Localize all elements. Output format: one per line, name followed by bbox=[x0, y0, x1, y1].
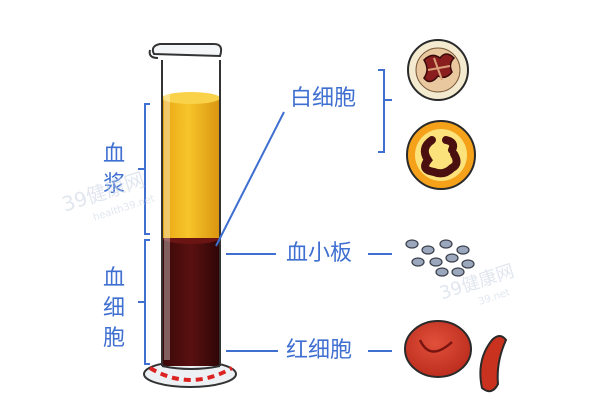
blood-cell-label: 血 细 胞 bbox=[102, 266, 125, 351]
plasma-label: 血 浆 bbox=[102, 142, 125, 197]
platelet-label: 血小板 bbox=[286, 241, 353, 266]
graduated-cylinder-icon bbox=[143, 43, 237, 388]
pointer-lines bbox=[215, 69, 392, 352]
white-cell-bracket bbox=[378, 69, 385, 153]
white-blood-cell-icon bbox=[406, 120, 476, 190]
white-cell-pointer bbox=[215, 111, 285, 247]
white-blood-cell-icon bbox=[407, 39, 469, 101]
plasma-layer bbox=[162, 98, 220, 238]
platelet-icon bbox=[405, 239, 475, 277]
red-cell-label: 红细胞 bbox=[286, 338, 353, 363]
white-cell-label: 白细胞 bbox=[290, 86, 357, 111]
plasma-bracket bbox=[138, 103, 150, 235]
blood-cell-bracket bbox=[138, 239, 150, 365]
red-blood-cell-icon bbox=[404, 320, 508, 393]
blood-cell-layer bbox=[162, 236, 220, 366]
